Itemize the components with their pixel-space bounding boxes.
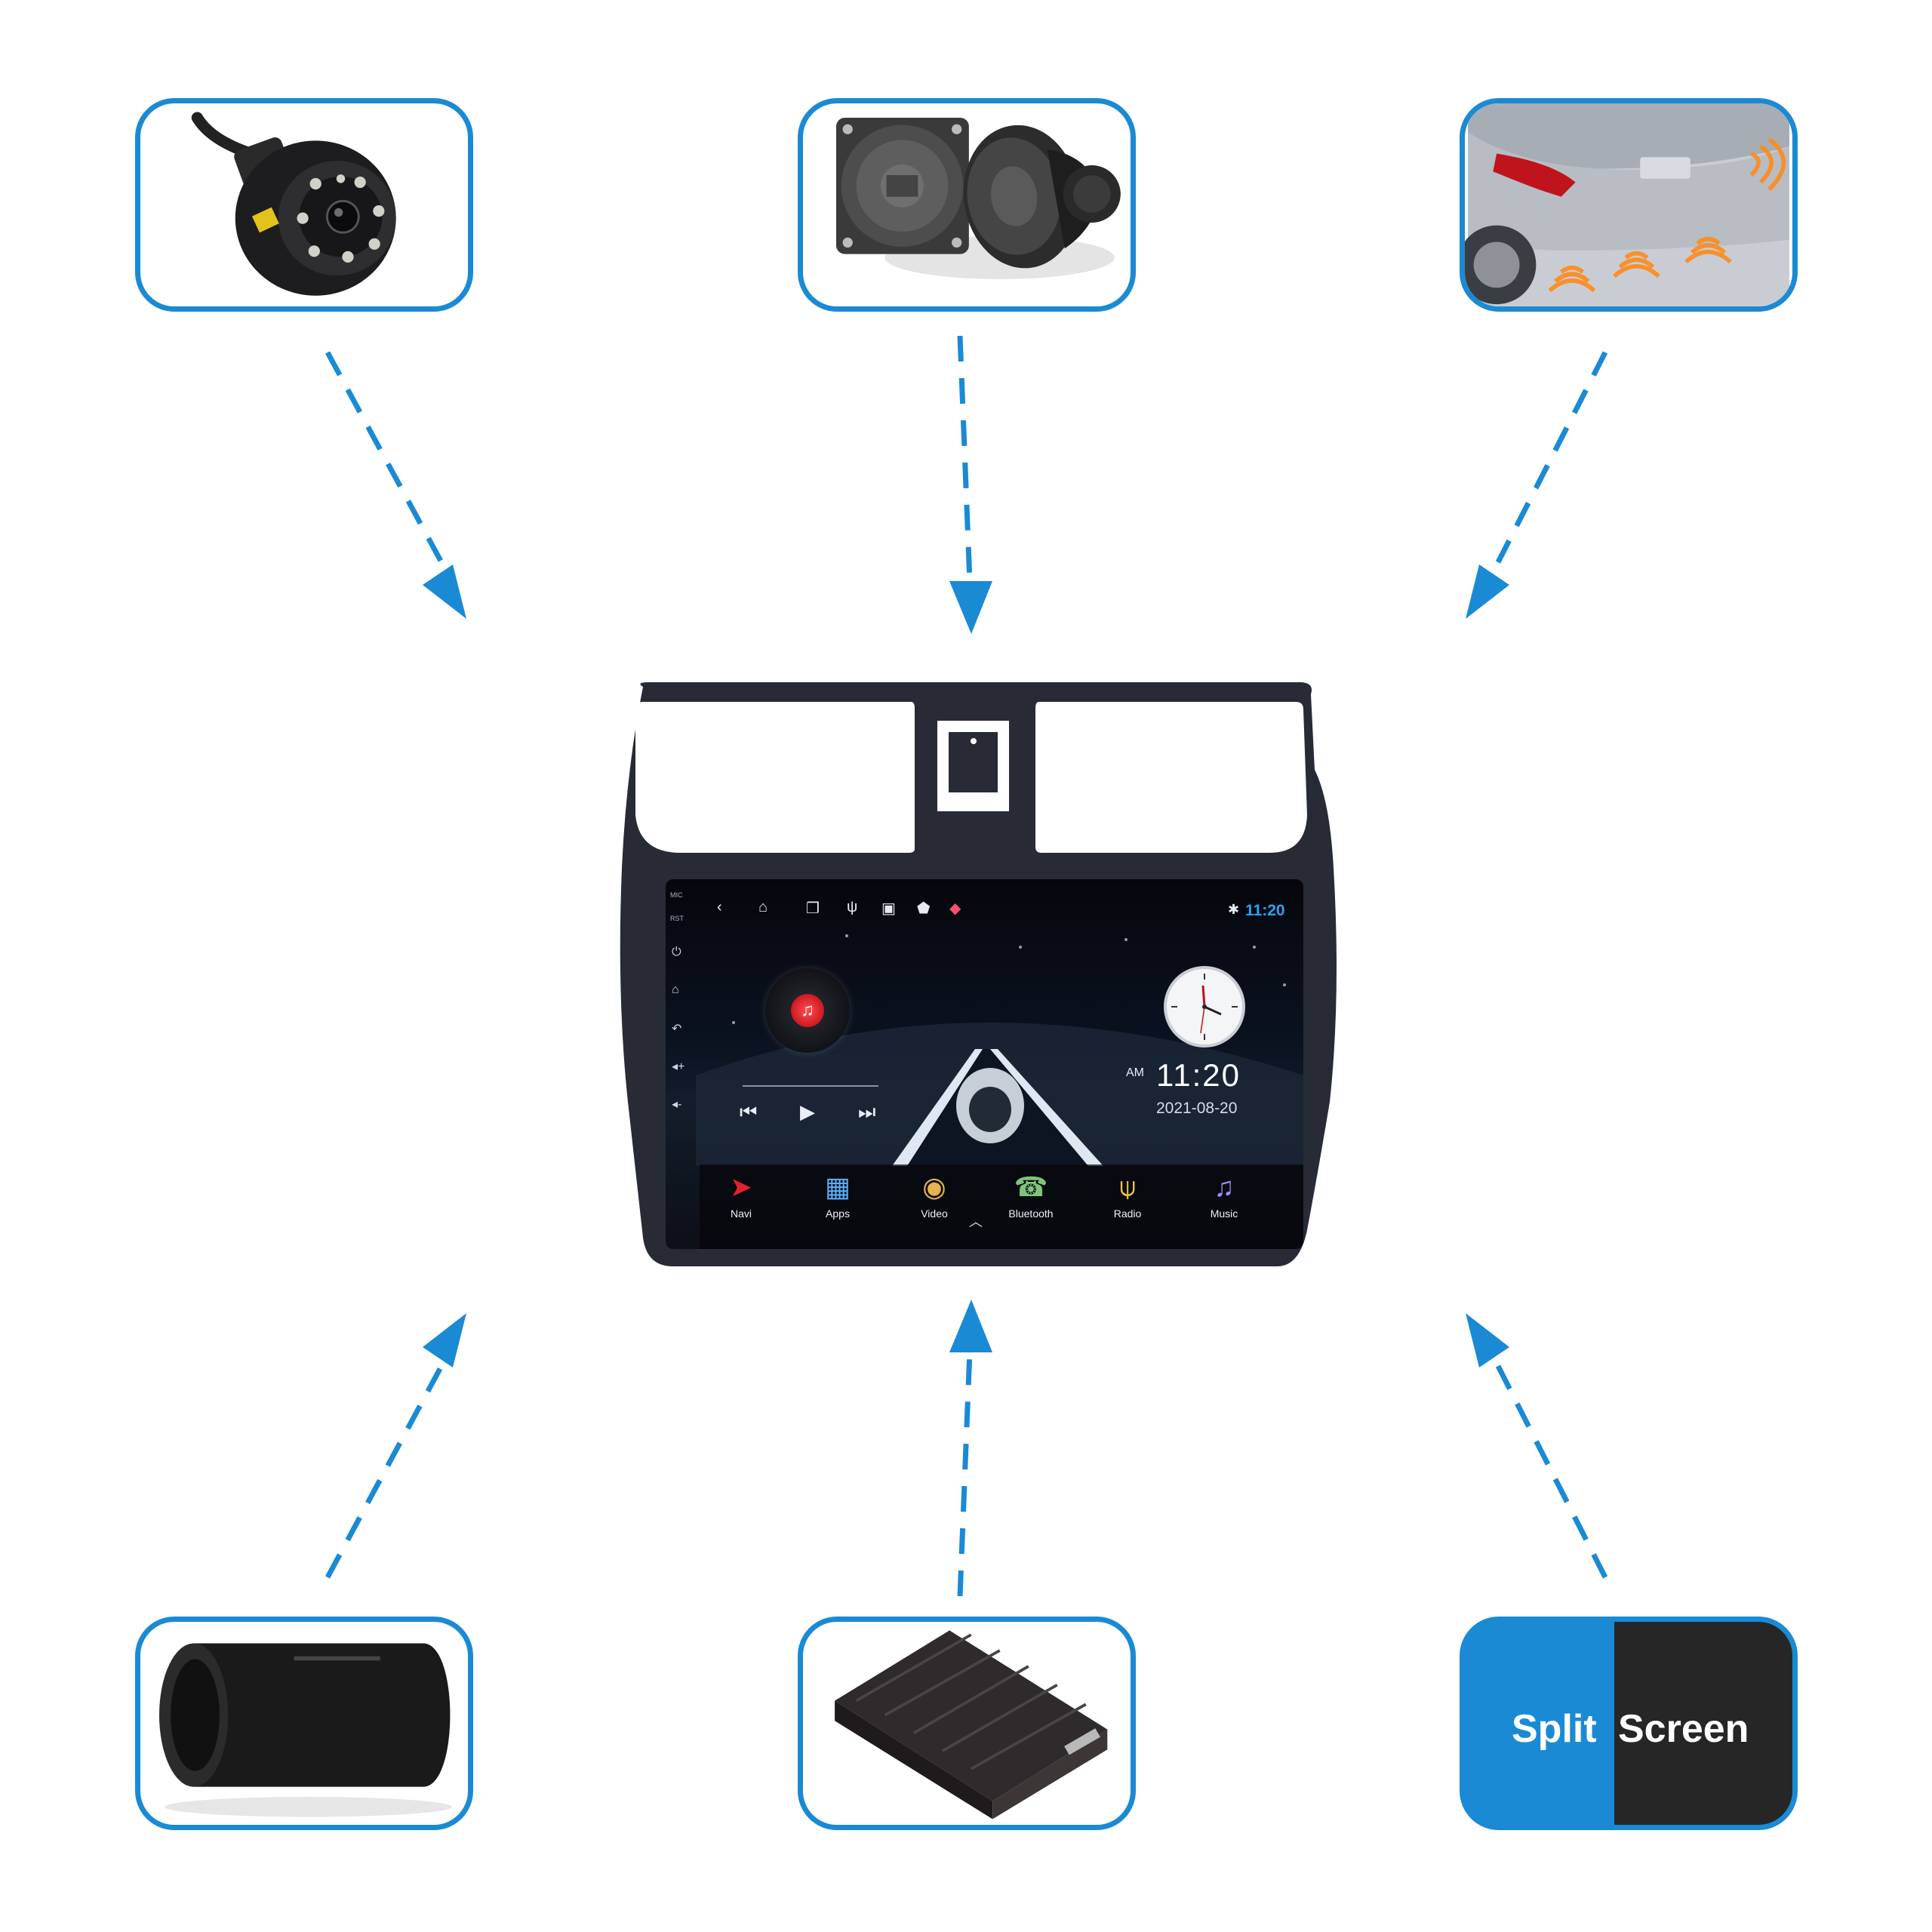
dock-item-navi[interactable]: ➤ Navi: [700, 1170, 783, 1220]
arrow-camera: [325, 351, 445, 564]
subwoofer-frame: [135, 1617, 473, 1830]
subwoofer-icon: [158, 1643, 452, 1817]
recent-apps-icon[interactable]: ❐: [806, 900, 820, 917]
amplifier-icon: [835, 1630, 1108, 1820]
split-screen-right-panel: [1614, 1622, 1792, 1825]
dock-item-bluetooth[interactable]: ☎ Bluetooth: [989, 1170, 1072, 1220]
arrow-amp: [957, 1350, 973, 1597]
dock-label-video: Video: [921, 1208, 948, 1220]
backup-camera-icon: [191, 112, 396, 296]
speakers-icon: [836, 118, 1121, 279]
clock-time: 11:20: [1156, 1057, 1241, 1093]
split-screen-label-split: Split: [1512, 1707, 1597, 1751]
split-screen-left-panel: [1465, 1622, 1614, 1825]
volume-up-icon[interactable]: ◂+: [672, 1060, 685, 1073]
next-track-icon[interactable]: ⏭: [858, 1100, 876, 1123]
arrowhead-camera: [423, 565, 466, 619]
dock-label-bluetooth: Bluetooth: [1008, 1208, 1054, 1220]
navi-icon: ➤: [729, 1171, 753, 1202]
music-icon: ♫: [1214, 1171, 1235, 1202]
video-icon: ◉: [922, 1171, 946, 1202]
dock-label-music: Music: [1210, 1208, 1238, 1220]
arrowhead-sub: [423, 1313, 466, 1367]
dock-label-radio: Radio: [1113, 1208, 1142, 1220]
nav-back-icon[interactable]: ‹: [717, 899, 722, 915]
arrowhead-amp: [949, 1300, 992, 1352]
music-disc[interactable]: ♫: [765, 968, 850, 1053]
arrowhead-parking: [1466, 565, 1509, 619]
bluetooth-icon: ✱: [1228, 902, 1240, 917]
clock-icon: [1171, 974, 1238, 1040]
parking-sensor-icon: [1465, 103, 1789, 306]
nav-home-icon[interactable]: ⌂: [758, 899, 768, 915]
chevron-up-icon[interactable]: ︿: [969, 1214, 983, 1229]
apps-icon: ▦: [824, 1171, 851, 1202]
arrowhead-speakers: [949, 581, 992, 634]
dock-label-apps: Apps: [826, 1208, 850, 1220]
mic-label: MIC: [670, 891, 683, 899]
app-dock: ➤ Navi ▦ Apps ◉ Video ☎ Bluetooth ⍦ Radi…: [700, 1170, 1273, 1238]
head-unit-screen: MIC RST ⏻ ⌂ ↶ ◂+ ◂- ‹ ⌂ ❐ ψ ▣ ⬟ ◆ ✱ 11:2…: [666, 879, 1303, 1249]
play-icon[interactable]: ▶: [800, 1100, 815, 1123]
clock-date: 2021-08-20: [1156, 1100, 1238, 1117]
arrow-speakers: [957, 335, 973, 582]
status-time: 11:20: [1245, 902, 1285, 919]
previous-track-icon[interactable]: ⏮: [740, 1100, 758, 1123]
music-note-icon: ♫: [791, 994, 824, 1027]
dock-label-navi: Navi: [730, 1208, 752, 1220]
parking-sensor-frame: [1460, 98, 1798, 312]
arrow-parking: [1495, 351, 1608, 564]
rst-label: RST: [670, 915, 684, 922]
home-icon[interactable]: ⌂: [672, 983, 679, 996]
clock-ampm: AM: [1126, 1066, 1144, 1079]
app-icon[interactable]: ◆: [949, 900, 961, 917]
arrow-sub: [325, 1364, 445, 1579]
usb-icon: ψ: [847, 899, 858, 915]
dock-item-apps[interactable]: ▦ Apps: [796, 1170, 879, 1220]
music-progress-bar[interactable]: [743, 1085, 878, 1087]
split-screen-frame: Split Screen: [1460, 1617, 1798, 1830]
amplifier-frame: [798, 1617, 1136, 1830]
screen-background: [696, 934, 1303, 1249]
arrowhead-split: [1466, 1313, 1509, 1367]
backup-camera-frame: [135, 98, 473, 312]
dock-item-radio[interactable]: ⍦ Radio: [1086, 1170, 1169, 1220]
speakers-frame: [798, 98, 1136, 312]
radio-icon: ⍦: [1119, 1171, 1136, 1202]
shield-icon[interactable]: ⬟: [917, 900, 931, 917]
dock-item-music[interactable]: ♫ Music: [1183, 1170, 1266, 1220]
head-unit: MIC RST ⏻ ⌂ ↶ ◂+ ◂- ‹ ⌂ ❐ ψ ▣ ⬟ ◆ ✱ 11:2…: [613, 679, 1337, 1268]
bluetooth-phone-icon: ☎: [1014, 1171, 1048, 1202]
volume-down-icon[interactable]: ◂-: [672, 1098, 682, 1111]
back-icon[interactable]: ↶: [672, 1023, 682, 1035]
gallery-icon[interactable]: ▣: [881, 900, 896, 917]
arrow-split: [1495, 1364, 1608, 1579]
analog-clock[interactable]: [1164, 966, 1245, 1048]
power-icon[interactable]: ⏻: [672, 946, 681, 958]
dock-item-video[interactable]: ◉ Video: [893, 1170, 976, 1220]
split-screen-label-screen: Screen: [1618, 1707, 1749, 1751]
